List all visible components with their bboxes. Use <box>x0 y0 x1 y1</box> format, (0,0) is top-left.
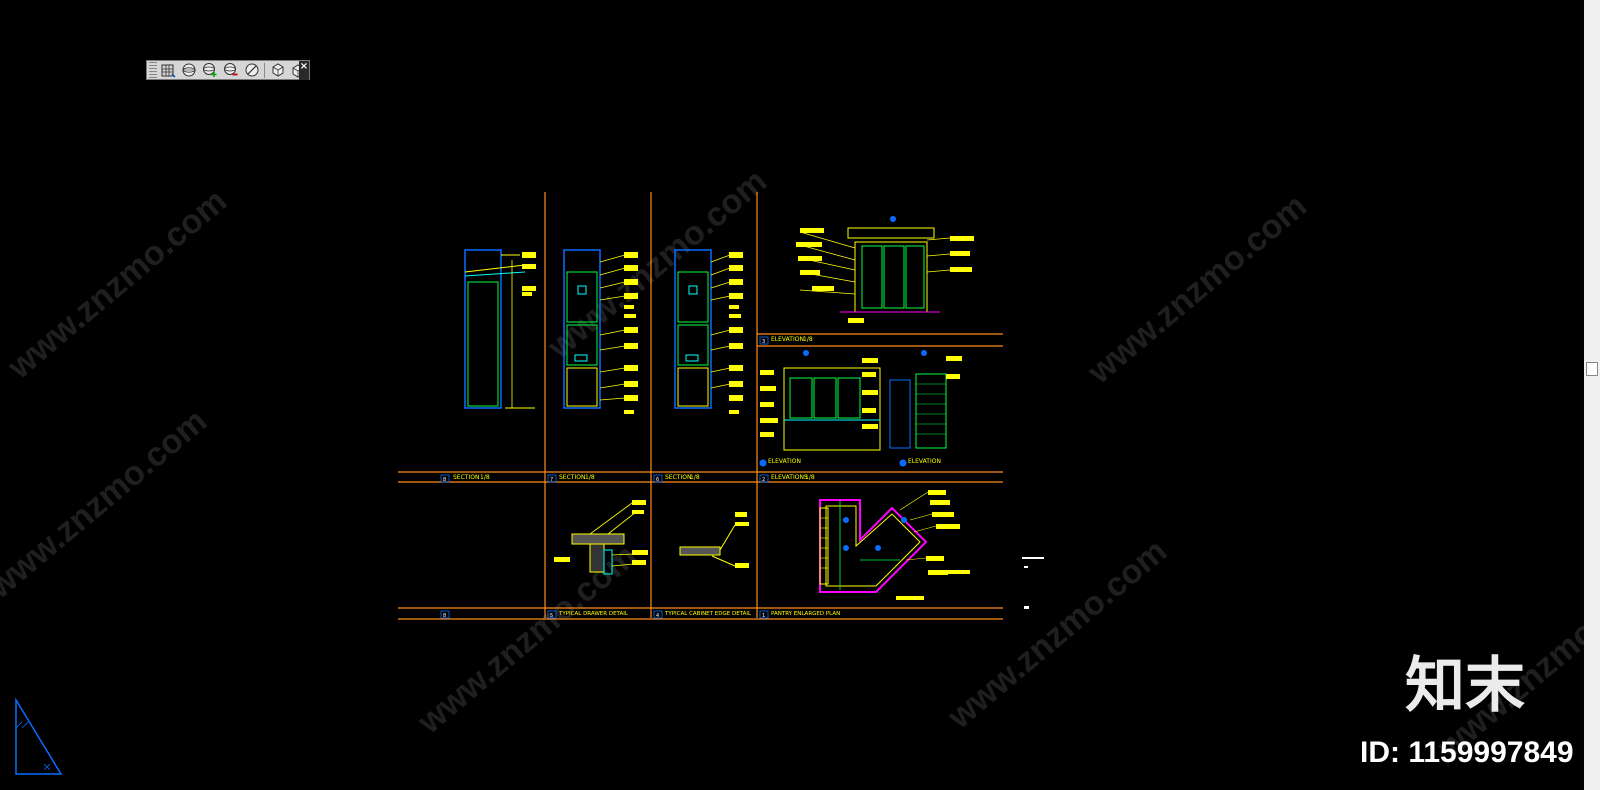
drawer-detail-drawing <box>554 500 648 575</box>
drawing-labels: 8 SECTION 1/8 7 SECTION 1/8 6 SECTION 1/… <box>440 336 941 619</box>
label-num: 3 <box>762 339 765 345</box>
elevation-a-title: ELEVATION <box>768 458 801 465</box>
ucs-icon <box>15 698 63 775</box>
cube-icon <box>272 63 283 77</box>
section-7-scale: 1/8 <box>585 474 595 481</box>
scrollbar-thumb[interactable] <box>1586 362 1598 376</box>
label-num: 7 <box>550 477 553 483</box>
section-6-scale: 1/8 <box>690 474 700 481</box>
sphere-remove-button[interactable] <box>221 61 240 79</box>
label-num: 8 <box>443 477 446 483</box>
label-num: 4 <box>656 613 659 619</box>
watermark-id: ID: 1159997849 <box>1360 736 1574 769</box>
watermark-text: www.znzmo.com <box>0 402 214 607</box>
section-7-title: SECTION <box>559 474 585 481</box>
cabinet-edge-detail-drawing <box>679 512 749 568</box>
sphere-icon <box>182 63 195 77</box>
section-8-title: SECTION <box>453 474 479 481</box>
watermark-text: www.znzmo.com <box>410 537 644 742</box>
elevations-scale: 1/8 <box>805 474 815 481</box>
label-num: 6 <box>656 477 659 483</box>
cube-button[interactable] <box>268 61 287 79</box>
section-8-drawing <box>464 249 536 409</box>
pantry-plan-title: PANTRY ENLARGED PLAN <box>771 611 840 617</box>
sphere-button[interactable] <box>179 61 198 79</box>
sphere-add-icon <box>202 63 216 77</box>
toolbar-close-button[interactable]: × <box>299 61 309 80</box>
elevation-2-drawing <box>759 350 962 467</box>
stray-marks <box>1022 557 1044 609</box>
section-7-drawing <box>563 249 638 414</box>
pantry-plan-drawing <box>819 490 970 600</box>
elevation-3-drawing <box>796 216 974 323</box>
hatch-grid-icon <box>161 64 176 78</box>
sphere-remove-icon <box>223 63 237 76</box>
elevations-title: ELEVATIONS <box>771 474 808 481</box>
watermark-text: www.znzmo.com <box>940 532 1174 737</box>
section-6-title: SECTION <box>665 474 691 481</box>
section-6-drawing <box>674 249 743 414</box>
brand-watermark-text: 知末 <box>1405 652 1525 716</box>
label-num: 5 <box>550 613 553 619</box>
sphere-add-button[interactable] <box>200 61 219 79</box>
no-entry-button[interactable] <box>242 61 261 79</box>
cabinet-edge-title: TYPICAL CABINET EDGE DETAIL <box>664 611 752 617</box>
toolbar-grip[interactable] <box>149 62 157 78</box>
brand-watermark-logo: 知末 <box>1405 652 1525 716</box>
watermark-text: www.znzmo.com <box>540 162 774 367</box>
drawer-detail-title: TYPICAL DRAWER DETAIL <box>558 611 629 617</box>
label-num: 8 <box>443 613 446 619</box>
watermark-text: www.znzmo.com <box>0 182 234 387</box>
no-entry-circle-icon <box>245 63 258 77</box>
elevation-b-title: ELEVATION <box>908 458 941 465</box>
toolbar-separator <box>264 62 265 78</box>
label-num: 2 <box>762 477 765 483</box>
vertical-scrollbar[interactable] <box>1584 0 1600 790</box>
floating-toolbar[interactable]: × <box>146 60 310 80</box>
elevation-3-scale: 1/8 <box>803 336 813 343</box>
section-8-scale: 1/8 <box>480 474 490 481</box>
label-num: 1 <box>762 613 765 619</box>
elevation-3-title: ELEVATION <box>771 336 804 343</box>
hatch-grid-button[interactable] <box>158 61 177 79</box>
sheet-frame <box>398 192 1003 620</box>
watermark-text: www.znzmo.com <box>1080 187 1314 392</box>
